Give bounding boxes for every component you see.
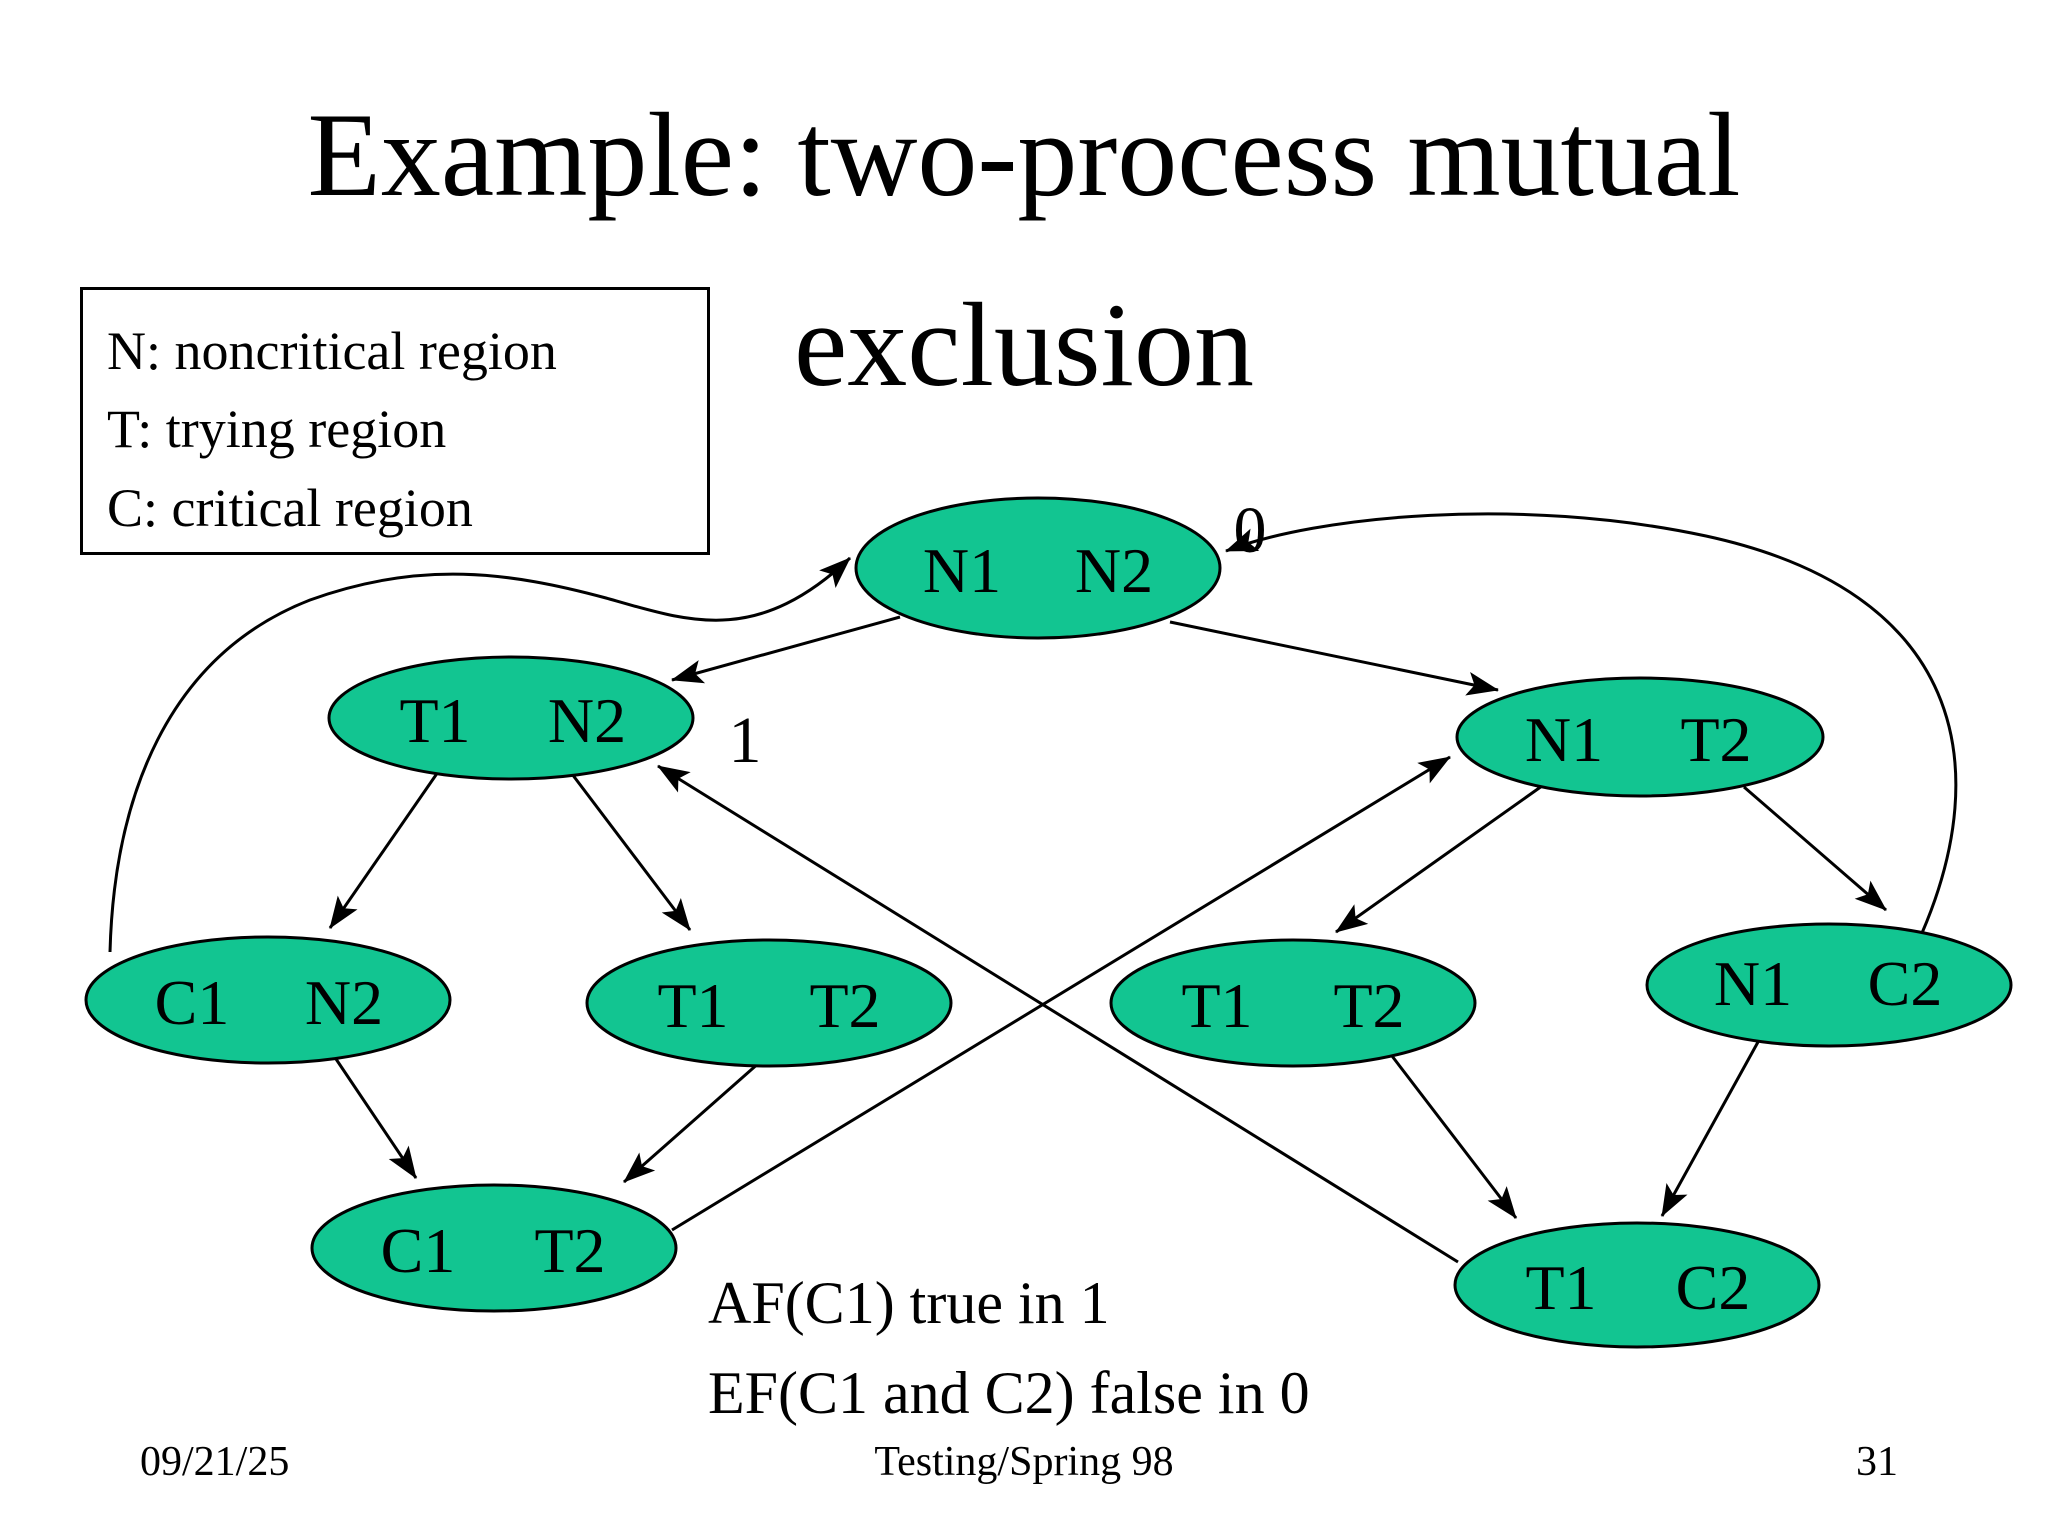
edge-t1c2-to-t1n2 [657,764,1459,1264]
state-label-t1: T1 [657,970,728,1041]
state-label-c2: C2 [1676,1252,1751,1323]
edges [108,512,1958,1264]
legend-line-trying: T: trying region [107,399,447,460]
state-label-c1: C1 [381,1215,456,1286]
legend-line-noncritical: N: noncritical region [107,321,557,381]
state-tag-0: 0 [1234,494,1267,567]
state-label-n1: N1 [1714,948,1792,1019]
state-label-t2: T2 [1680,704,1751,775]
state-ellipse-c1n2 [84,935,452,1065]
state-ellipse-n1n2 [854,496,1222,640]
slide-title-line1: Example: two-process mutual [307,88,1741,221]
edge-n1t2-to-n1c2 [1743,785,1887,912]
edge-n1n2-to-n1t2 [1169,620,1499,696]
state-ellipse-n1t2 [1455,676,1825,798]
state-node-n1n2: N1 N2 [854,496,1222,640]
state-label-t1: T1 [399,685,470,756]
edge-t1t2-left-to-c1t2 [623,1060,761,1184]
legend-line-critical: C: critical region [107,477,473,538]
state-tag-1: 1 [729,704,762,777]
state-node-t1t2-left: T1 T2 [585,938,953,1068]
state-node-c1t2: C1 T2 [310,1183,678,1313]
legend-box: N: noncritical region T: trying region C… [80,287,710,555]
state-node-t1c2: T1 C2 [1453,1221,1821,1349]
state-label-t2: T2 [534,1215,605,1286]
edge-n1n2-to-t1n2 [671,615,901,684]
state-ellipse-t1c2 [1453,1221,1821,1349]
state-label-n2: N2 [305,967,383,1038]
edge-n1t2-to-t1t2-right [1335,784,1543,934]
state-node-t1n2: T1 N2 [327,655,695,781]
edge-t1t2-right-to-t1c2 [1390,1055,1518,1219]
edge-c1n2-to-c1t2 [334,1058,418,1179]
edge-n1c2-to-n1n2-curve [1225,512,1958,934]
edge-n1c2-to-t1c2 [1660,1041,1760,1217]
state-label-n1: N1 [1525,704,1603,775]
slide-title: Example: two-process mutual exclusion [0,60,2048,439]
footer-page-number: 31 [1856,1439,1898,1485]
ctl-annotation-line2: EF(C1 and C2) false in 0 [708,1360,1310,1426]
state-ellipse-c1t2 [310,1183,678,1313]
state-label-n1: N1 [923,535,1001,606]
edge-t1n2-to-c1n2 [328,771,440,929]
state-node-c1n2: C1 N2 [84,935,452,1065]
state-node-n1t2: N1 T2 [1455,676,1825,798]
state-label-c1: C1 [155,967,230,1038]
state-ellipse-n1c2 [1645,922,2013,1048]
state-ellipse-t1n2 [327,655,695,781]
ctl-annotation: AF(C1) true in 1 EF(C1 and C2) false in … [708,1258,1310,1438]
state-label-n2: N2 [548,685,626,756]
footer-date: 09/21/25 [140,1439,290,1485]
edge-t1n2-to-t1t2-left [570,773,692,931]
slide-title-line2: exclusion [794,277,1254,411]
state-ellipse-t1t2-left [585,938,953,1068]
state-label-t2: T2 [809,970,880,1041]
ctl-annotation-line1: AF(C1) true in 1 [708,1270,1110,1336]
state-label-t1: T1 [1525,1252,1596,1323]
state-label-n2: N2 [1075,535,1153,606]
state-label-c2: C2 [1868,948,1943,1019]
edge-c1t2-to-n1t2 [671,755,1451,1232]
state-node-n1c2: N1 C2 [1645,922,2013,1048]
footer-course: Testing/Spring 98 [874,1439,1174,1485]
state-label-t2: T2 [1333,970,1404,1041]
state-label-t1: T1 [1181,970,1252,1041]
edge-c1n2-to-n1n2-curve [108,556,852,953]
state-node-t1t2-right: T1 T2 [1109,938,1477,1068]
state-ellipse-t1t2-right [1109,938,1477,1068]
